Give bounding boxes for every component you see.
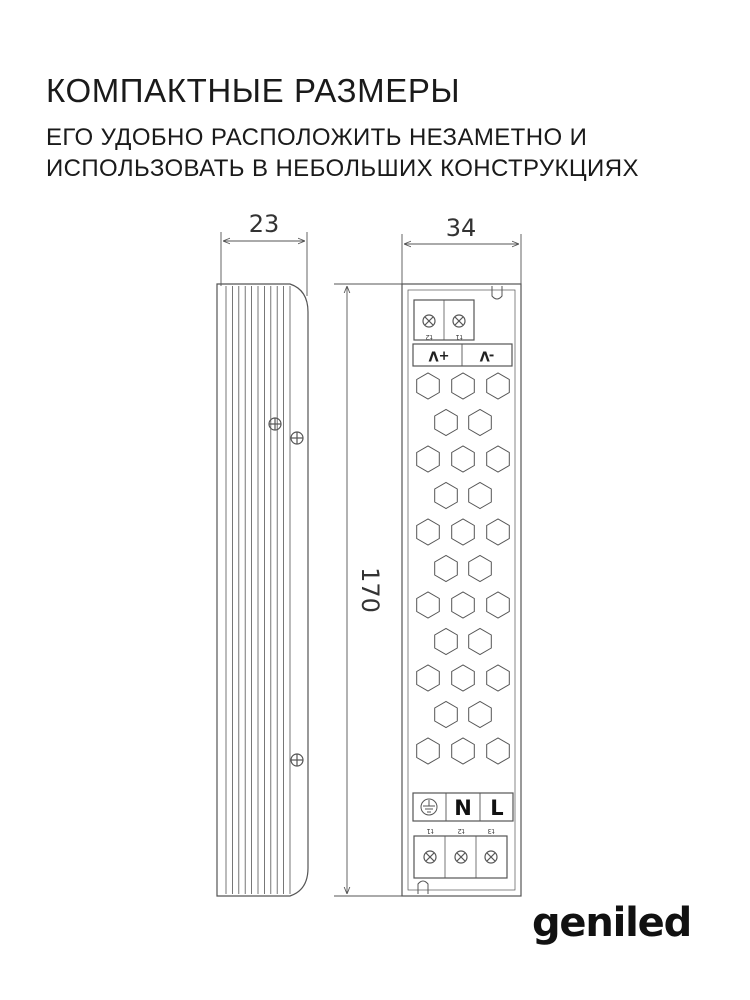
vent-hole <box>486 372 510 400</box>
vent-hole <box>416 591 440 619</box>
dim-label-depth: 23 <box>249 210 280 238</box>
vent-hole <box>416 664 440 692</box>
subtitle-line-2: ИСПОЛЬЗОВАТЬ В НЕБОЛЬШИХ КОНСТРУКЦИЯХ <box>46 155 639 182</box>
length-dimension <box>334 283 404 897</box>
side-screw-1 <box>268 417 282 431</box>
label-output-minus: -V <box>480 348 495 363</box>
vent-hole <box>416 737 440 765</box>
mount-slot-bottom <box>417 880 429 894</box>
vent-hole <box>468 554 492 583</box>
vent-hole <box>451 445 475 473</box>
terminal-screw-in-1 <box>423 850 437 864</box>
vent-hole <box>486 518 510 546</box>
mount-slot-top <box>491 286 503 300</box>
front-view <box>401 234 522 897</box>
vent-hole <box>416 445 440 473</box>
terminal-screw-out-2 <box>452 314 466 328</box>
vent-hole <box>434 627 458 656</box>
vent-hole <box>434 408 458 437</box>
front-body-outline <box>401 283 522 897</box>
ventilation-holes <box>416 372 510 765</box>
dim-label-length: 170 <box>356 567 384 613</box>
ground-symbol-icon <box>420 798 438 816</box>
vent-hole <box>451 518 475 546</box>
index-top-2: t1 <box>455 333 462 341</box>
vent-hole <box>451 737 475 765</box>
page-subtitle: ЕГО УДОБНО РАСПОЛОЖИТЬ НЕЗАМЕТНО И ИСПОЛ… <box>46 122 639 184</box>
vent-hole <box>416 372 440 400</box>
vent-hole <box>434 554 458 583</box>
index-bottom-2: t2 <box>457 827 464 835</box>
vent-hole <box>468 627 492 656</box>
heatsink-fins <box>225 286 291 894</box>
input-label-box <box>412 792 514 822</box>
front-body-inner <box>407 289 516 891</box>
label-output-plus: +V <box>429 348 450 363</box>
vent-hole <box>468 481 492 510</box>
terminal-screw-in-3 <box>484 850 498 864</box>
vent-hole <box>486 445 510 473</box>
vent-hole <box>451 664 475 692</box>
vent-hole <box>486 737 510 765</box>
side-screw-2 <box>290 431 304 445</box>
vent-hole <box>468 408 492 437</box>
terminal-screw-out-1 <box>422 314 436 328</box>
index-bottom-1: t1 <box>426 827 433 835</box>
page-title: КОМПАКТНЫЕ РАЗМЕРЫ <box>46 72 461 109</box>
vent-hole <box>486 591 510 619</box>
index-top-1: t2 <box>425 333 432 341</box>
brand-logo: geniled <box>532 900 692 946</box>
vent-hole <box>434 481 458 510</box>
side-body-outline <box>216 283 309 897</box>
vent-hole <box>468 700 492 729</box>
vent-hole <box>451 372 475 400</box>
output-label-box <box>412 343 513 367</box>
vent-hole <box>486 664 510 692</box>
vent-hole <box>451 591 475 619</box>
subtitle-line-1: ЕГО УДОБНО РАСПОЛОЖИТЬ НЕЗАМЕТНО И <box>46 124 588 151</box>
dim-label-width: 34 <box>446 214 477 242</box>
vent-hole <box>416 518 440 546</box>
side-screw-3 <box>290 753 304 767</box>
vent-hole <box>434 700 458 729</box>
side-view <box>216 232 309 897</box>
input-terminal-block <box>413 835 508 879</box>
label-neutral: N <box>454 796 472 820</box>
index-bottom-3: t3 <box>487 827 494 835</box>
label-line: L <box>490 796 503 820</box>
terminal-screw-in-2 <box>454 850 468 864</box>
